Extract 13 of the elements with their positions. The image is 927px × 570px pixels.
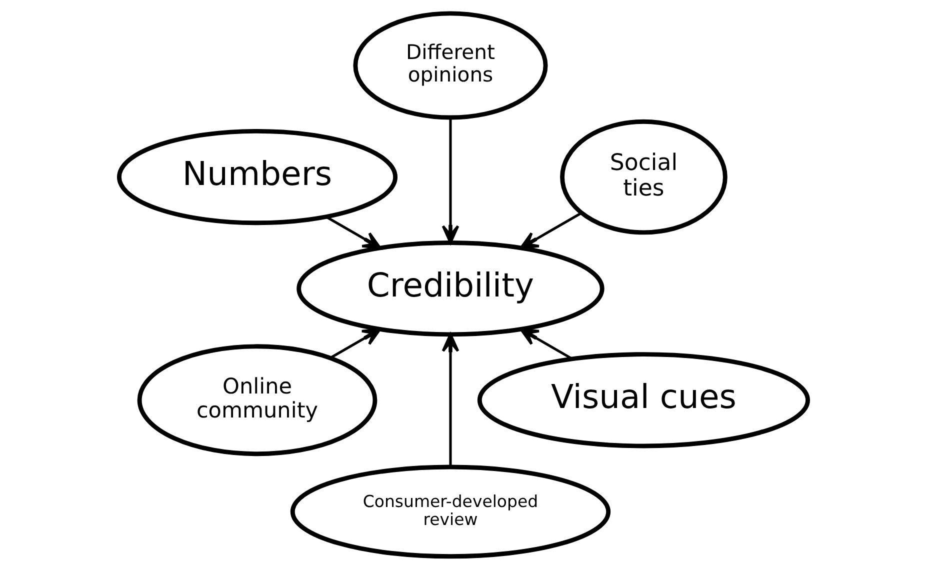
arrow [442,118,460,244]
node-ellipse: Online community [137,344,378,456]
node-ellipse: Visual cues [477,352,810,448]
arrow [520,328,573,360]
node-ellipse: Social ties [560,119,728,235]
arrow [442,333,460,467]
arrow [520,212,582,250]
arrow [330,328,382,359]
node-ellipse: Different opinions [353,11,548,120]
node-ellipse: Numbers [116,128,398,226]
node-ellipse: Credibility [296,240,604,337]
node-ellipse: Consumer-developed review [290,464,611,559]
arrow [326,216,382,250]
